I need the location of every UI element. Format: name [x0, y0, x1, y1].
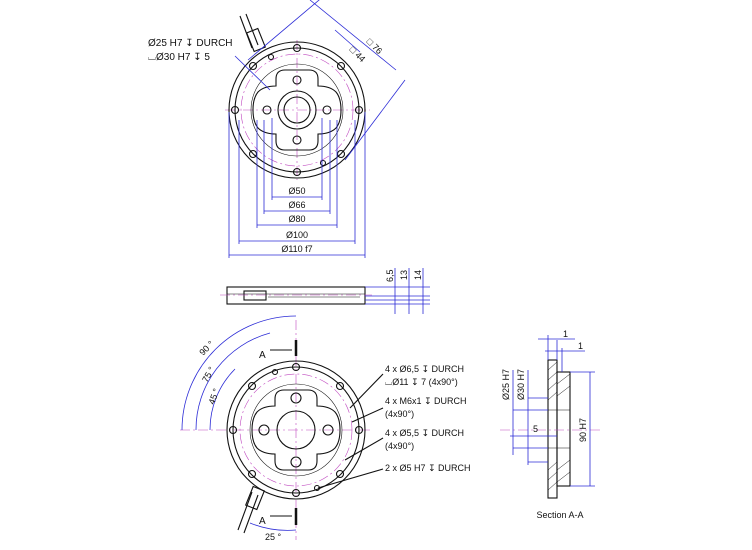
callout-holes-3-line2: (4x90°)	[385, 441, 414, 451]
dim-d110: Ø110 f7	[281, 244, 312, 254]
dim-90: 90 H7	[578, 418, 588, 442]
angle-25: 25 °	[265, 532, 282, 542]
section-label-bottom: A	[259, 516, 266, 527]
top-view: □ 76 □ 44 Ø25 H7 ↧ DURCH ⌴Ø30 H7 ↧ 5 Ø50…	[148, 0, 406, 258]
angle-75: 75 °	[200, 365, 217, 384]
dim-square-small: □ 44	[348, 44, 368, 64]
dim-5: 5	[533, 424, 538, 434]
dim-d25: Ø25 H7	[501, 369, 511, 400]
side-view: 6,5 13 14	[220, 268, 430, 314]
callout-holes-2-line1: 4 x M6x1 ↧ DURCH	[385, 396, 467, 406]
callout-holes-2-line2: (4x90°)	[385, 409, 414, 419]
callout-bore-line1: Ø25 H7 ↧ DURCH	[148, 38, 233, 49]
front-holes	[228, 362, 364, 498]
section-title: Section A-A	[536, 510, 583, 520]
angle-90: 90 °	[197, 339, 216, 358]
angle-45: 45 °	[206, 387, 221, 406]
flange-holes	[230, 43, 364, 177]
dim-d30: Ø30 H7	[516, 369, 526, 400]
dim-14: 14	[413, 270, 423, 280]
front-view: A A 90 ° 75 ° 45 ° 25 ° 4 x Ø6,5 ↧ DURCH…	[180, 315, 471, 542]
callout-holes-4: 2 x Ø5 H7 ↧ DURCH	[385, 463, 471, 473]
callout-holes-1-line2: ⌴Ø11 ↧ 7 (4x90°)	[385, 377, 458, 387]
callout-holes-1-line1: 4 x Ø6,5 ↧ DURCH	[385, 364, 464, 374]
dim-13: 13	[399, 270, 409, 280]
dim-square-large: □ 76	[365, 36, 385, 56]
dim-d80: Ø80	[288, 214, 305, 224]
callout-holes-3-line1: 4 x Ø5,5 ↧ DURCH	[385, 428, 464, 438]
dim-1-second: 1	[578, 341, 583, 351]
section-label-top: A	[259, 350, 266, 361]
section-view: 1 1 Ø25 H7 Ø30 H7 5 90 H7 Section A-A	[500, 329, 600, 520]
dim-1-top: 1	[563, 329, 568, 339]
dim-d66: Ø66	[288, 200, 305, 210]
dim-6-5: 6,5	[385, 269, 395, 282]
section-hatch	[547, 361, 571, 491]
dim-d100: Ø100	[286, 230, 308, 240]
callout-bore-line2: ⌴Ø30 H7 ↧ 5	[148, 52, 210, 63]
dim-d50: Ø50	[288, 186, 305, 196]
